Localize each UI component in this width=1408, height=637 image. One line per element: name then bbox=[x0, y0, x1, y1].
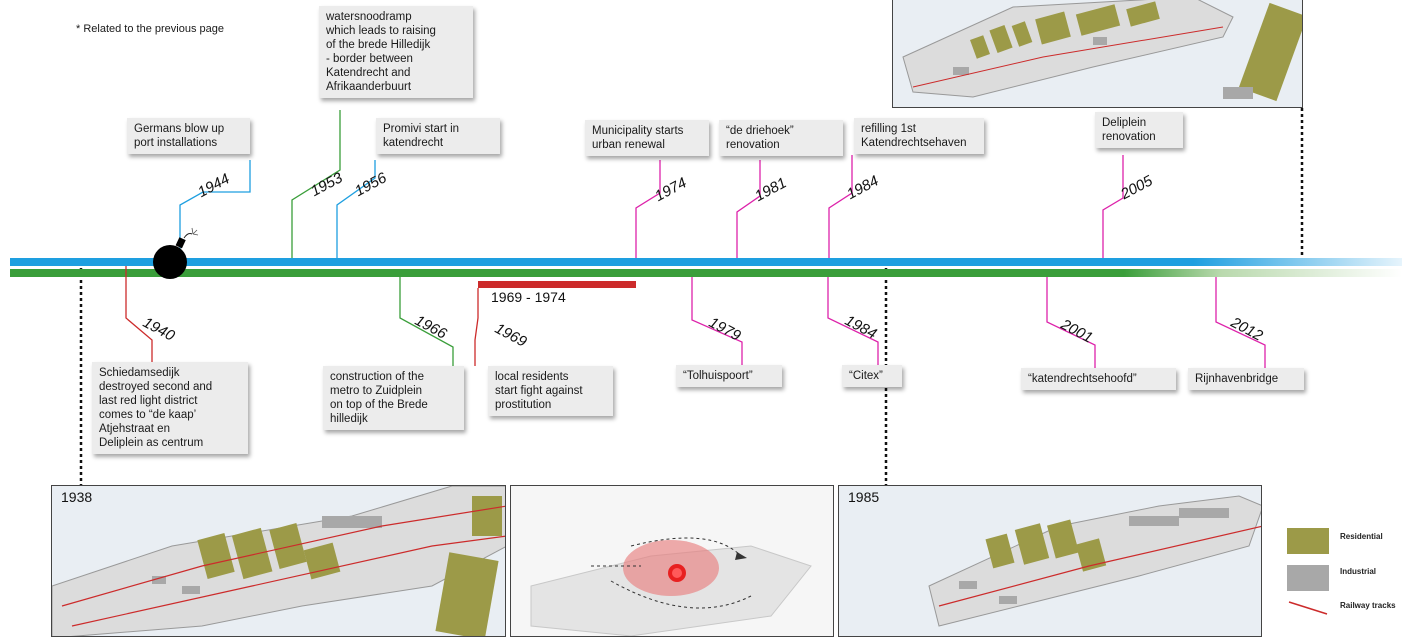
map-1985: 1985 bbox=[838, 485, 1262, 637]
timeline-blue-bar bbox=[10, 258, 1402, 266]
connector-1974 bbox=[635, 160, 661, 258]
map-year-1938: 1938 bbox=[61, 489, 93, 505]
connector-1981 bbox=[736, 160, 761, 258]
residential-swatch bbox=[1287, 528, 1329, 554]
range-bar-1969-1974 bbox=[478, 281, 636, 288]
connector-1944 bbox=[179, 160, 251, 258]
event-box-1984-bottom: “Citex” bbox=[842, 365, 902, 387]
connector-1984-bottom bbox=[827, 277, 879, 365]
event-box-1984-top: refilling 1st Katendrechtsehaven bbox=[854, 118, 984, 154]
map-middle bbox=[510, 485, 834, 637]
connector-1984-top bbox=[828, 155, 853, 258]
connector-1969 bbox=[474, 288, 479, 366]
connector-1940 bbox=[125, 266, 153, 362]
connector-1979 bbox=[691, 277, 743, 365]
event-box-1979: “Tolhuispoort” bbox=[676, 365, 782, 387]
map-top-right bbox=[892, 0, 1303, 108]
map-year-1985: 1985 bbox=[848, 489, 880, 505]
timeline-green-bar bbox=[10, 269, 1402, 277]
legend-label-railway: Railway tracks bbox=[1340, 601, 1396, 610]
event-box-1969: local residents start fight against pros… bbox=[488, 366, 613, 416]
event-box-1981: “de driehoek” renovation bbox=[719, 120, 843, 156]
event-box-2005: Deliplein renovation bbox=[1095, 112, 1183, 148]
range-label: 1969 - 1974 bbox=[491, 289, 566, 305]
related-note: * Related to the previous page bbox=[76, 23, 224, 35]
event-box-1944: Germans blow up port installations bbox=[127, 118, 250, 154]
event-box-1966: construction of the metro to Zuidplein o… bbox=[323, 366, 464, 430]
industrial-swatch bbox=[1287, 565, 1329, 591]
event-box-2012: Rijnhavenbridge bbox=[1188, 368, 1304, 390]
connector-2012 bbox=[1215, 277, 1266, 368]
event-box-1956: Promivi start in katendrecht bbox=[376, 118, 500, 154]
map-1938: 1938 bbox=[51, 485, 506, 637]
connector-1966 bbox=[399, 277, 454, 366]
event-box-1974: Municipality starts urban renewal bbox=[585, 120, 709, 156]
legend-label-residential: Residential bbox=[1340, 532, 1383, 541]
event-box-2001: “katendrechtsehoofd” bbox=[1021, 368, 1176, 390]
connector-2005 bbox=[1102, 155, 1124, 258]
connector-1956 bbox=[336, 160, 376, 258]
bomb-icon bbox=[153, 227, 199, 279]
connector-2001 bbox=[1046, 277, 1096, 368]
legend-label-industrial: Industrial bbox=[1340, 567, 1377, 576]
event-box-1940: Schiedamsedijk destroyed second and last… bbox=[92, 362, 248, 454]
railway-line-icon bbox=[1288, 601, 1328, 615]
connector-1953 bbox=[291, 110, 341, 258]
event-box-1953: watersnoodramp which leads to raising of… bbox=[319, 6, 473, 98]
